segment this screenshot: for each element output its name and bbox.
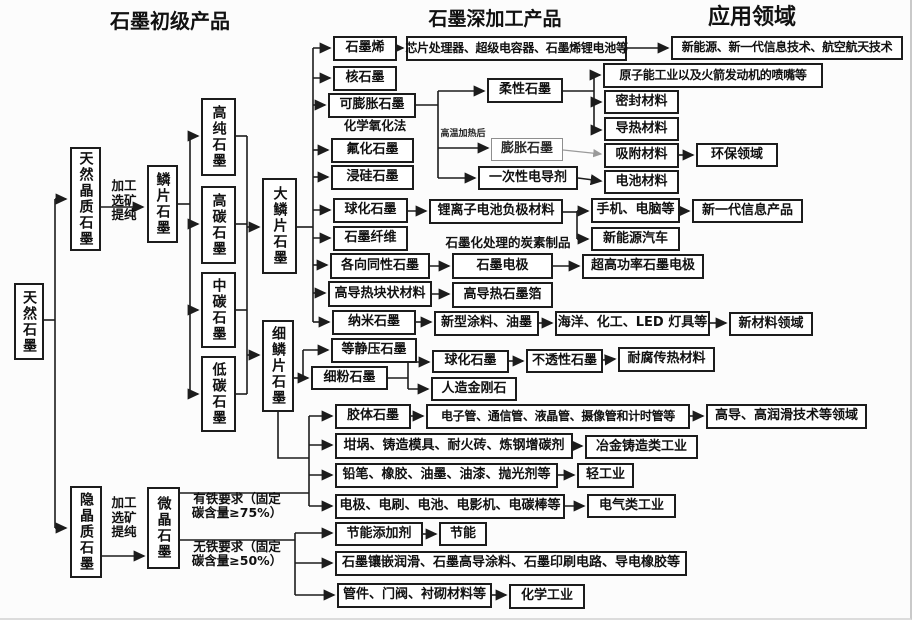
node-crypto: 隐晶质石墨 — [70, 486, 102, 578]
node-large-flake: 大鳞片石墨 — [262, 178, 297, 274]
node-spherical1: 球化石墨 — [333, 198, 408, 223]
connector-arrow — [577, 174, 603, 186]
node-process1: 加工 选矿 提纯 — [111, 178, 137, 223]
header-application: 应用领域 — [707, 5, 796, 31]
node-new-info: 新一代信息产品 — [692, 199, 803, 223]
node-chem-ind: 化学工业 — [509, 584, 585, 609]
node-no-iron-req: 无铁要求（固定 碳含量≥50%） — [191, 538, 283, 568]
header-deep: 石墨深加工产品 — [428, 8, 562, 31]
node-etube: 电子管、通信管、液晶管、摄像管和计时管等 — [426, 404, 690, 429]
node-spherical2: 球化石墨 — [432, 350, 509, 373]
node-micro: 微晶石墨 — [147, 487, 180, 569]
node-atomic: 原子能工业以及火箭发动机的喷嘴等 — [603, 63, 823, 88]
node-thermal-block: 高导热块状材料 — [328, 281, 432, 307]
node-isostatic: 等静压石墨 — [331, 338, 417, 363]
node-battery: 电池材料 — [604, 170, 679, 194]
node-env: 环保领域 — [696, 143, 778, 167]
node-nev: 新能源汽车 — [591, 227, 680, 251]
node-colloid: 胶体石墨 — [335, 404, 411, 429]
node-siliconized: 浸硅石墨 — [331, 165, 414, 190]
node-phone: 手机、电脑等 — [591, 198, 680, 223]
node-pipe: 管件、门阀、衬砌材料等 — [337, 583, 492, 608]
connector-arrow — [562, 149, 603, 158]
node-fluorinated: 氟化石墨 — [331, 138, 414, 163]
node-mid-carbon: 中碳石墨 — [201, 272, 236, 348]
node-thermal-mat: 导热材料 — [604, 117, 679, 141]
node-energy-save: 节能 — [439, 522, 487, 546]
node-impermeable: 不透性石墨 — [526, 349, 603, 373]
connector-line — [277, 412, 309, 459]
node-graphene: 石墨烯 — [333, 36, 397, 61]
node-light-ind: 轻工业 — [577, 463, 634, 488]
node-carbon-label: 石墨化处理的炭素制品 — [445, 235, 571, 251]
node-expandable: 可膨胀石墨 — [328, 93, 416, 118]
node-heat-label: 高温加热后 — [440, 128, 486, 139]
node-nano: 纳米石墨 — [332, 310, 416, 335]
node-expanded: 膨胀石墨 — [491, 138, 563, 161]
node-isotropic: 各向同性石墨 — [330, 253, 430, 279]
header-primary: 石墨初级产品 — [110, 8, 230, 33]
node-chem-ox: 化学氧化法 — [343, 118, 407, 134]
node-new-material: 新材料领域 — [729, 312, 813, 336]
node-energy-add: 节能添加剂 — [335, 522, 423, 546]
node-metallurgy: 冶金铸造类工业 — [585, 435, 698, 459]
node-fine-flake: 细鳞片石墨 — [262, 320, 294, 412]
node-conduct-agent: 一次性电导剂 — [478, 166, 578, 190]
node-adsorb: 吸附材料 — [604, 143, 679, 168]
node-fine-powder: 细粉石墨 — [311, 366, 388, 390]
node-crucible: 坩埚、铸造模具、耐火砖、炼钢增碳剂 — [335, 433, 573, 459]
node-foil: 高导热石墨箔 — [452, 282, 553, 308]
node-high-purity: 高纯石墨 — [201, 98, 236, 176]
node-low-carbon: 低碳石墨 — [201, 356, 236, 432]
node-nuclear: 核石墨 — [333, 66, 397, 91]
node-lithium: 锂离子电池负极材料 — [429, 199, 563, 224]
connector-arrow — [602, 354, 617, 366]
node-g-electrode: 石墨电极 — [452, 253, 553, 279]
node-pencil: 铅笔、橡胶、油墨、油漆、抛光剂等 — [335, 463, 558, 488]
node-hightech: 高导、高润滑技术等领域 — [706, 404, 867, 429]
node-uhp: 超高功率石墨电极 — [582, 254, 704, 279]
node-high-carbon: 高碳石墨 — [201, 186, 236, 264]
node-crystalline: 天然晶质石墨 — [70, 147, 101, 251]
node-electric-ind: 电气类工业 — [587, 494, 676, 518]
node-seal: 密封材料 — [604, 90, 679, 114]
node-chips: 芯片处理器、超级电容器、石墨烯锂电池等 — [405, 36, 628, 61]
node-ocean: 海洋、化工、LED 灯具等 — [555, 311, 710, 336]
node-coating: 新型涂料、油墨 — [434, 311, 539, 336]
node-process2: 加工 选矿 提纯 — [111, 495, 137, 540]
node-fiber: 石墨纤维 — [333, 226, 408, 251]
node-iron-req: 有铁要求（固定 碳含量≥75%） — [191, 490, 283, 520]
node-flexible: 柔性石墨 — [487, 78, 563, 103]
node-flake: 鳞片石墨 — [147, 165, 178, 243]
node-inlay: 石墨镶嵌润滑、石墨高导涂料、石墨印刷电路、导电橡胶等 — [335, 551, 687, 576]
node-new-energy-apps: 新能源、新一代信息技术、航空航天技术 — [671, 36, 903, 60]
node-natural: 天然石墨 — [14, 283, 44, 360]
node-corrosion: 耐腐传热材料 — [618, 347, 715, 372]
node-electrode-row: 电极、电刷、电池、电影机、电碳棒等 — [335, 494, 565, 519]
node-diamond: 人造金刚石 — [431, 377, 517, 401]
